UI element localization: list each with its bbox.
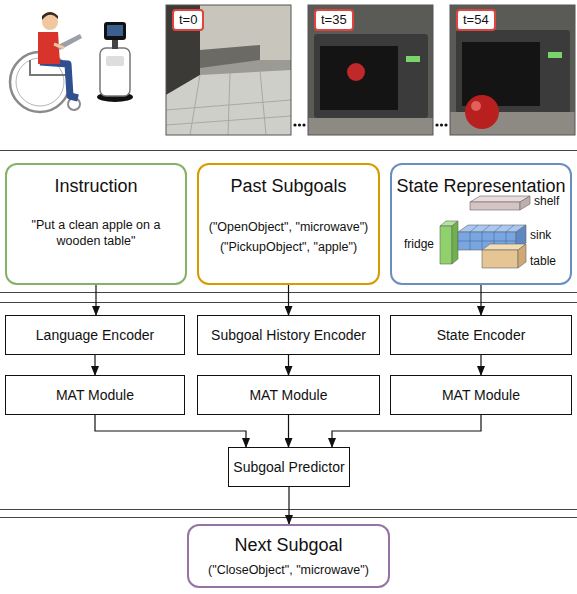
object-label: sink: [530, 228, 551, 242]
panel-title: Next Subgoal: [234, 534, 342, 556]
predictor-box: Subgoal Predictor: [228, 447, 350, 487]
flow-arrow: [288, 487, 289, 524]
flow-arrow: [480, 285, 481, 315]
separator-lines: [0, 151, 577, 518]
time-step-label: t=54: [456, 9, 496, 31]
panel-title: Instruction: [54, 175, 137, 197]
mat-module-box: MAT Module: [5, 375, 185, 415]
box-label: MAT Module: [249, 387, 327, 404]
flow-arrow: [480, 355, 481, 375]
flow-arrow: [288, 355, 289, 375]
robot: [97, 22, 133, 102]
panel-title: State Representation: [396, 175, 565, 197]
box-label: Subgoal Predictor: [233, 459, 344, 476]
flow-arrow: [95, 415, 246, 447]
instruction-panel: Instruction "Put a clean apple on a woode…: [5, 163, 187, 285]
flow-arrow: [332, 415, 481, 447]
encoder-box: State Encoder: [390, 315, 572, 355]
object-label: fridge: [404, 237, 434, 251]
output-panel: Next Subgoal ("CloseObject", "microwave"): [187, 524, 390, 588]
box-label: MAT Module: [442, 387, 520, 404]
panel-text: "Put a clean apple on a wooden table": [21, 217, 171, 249]
time-step-label: t=35: [314, 9, 354, 31]
panel-title: Past Subgoals: [230, 175, 346, 197]
mat-module-box: MAT Module: [197, 375, 380, 415]
frame-kitchen: [166, 5, 291, 135]
box-label: State Encoder: [437, 327, 526, 344]
frame-microwave-apple: [450, 5, 575, 135]
box-label: MAT Module: [56, 387, 134, 404]
subgoal-history-panel: Past Subgoals ("OpenObject", "microwave")…: [197, 163, 380, 285]
encoder-box: Subgoal History Encoder: [197, 315, 380, 355]
panel-text: ("CloseObject", "microwave"): [208, 562, 369, 578]
flow-arrow: [94, 355, 95, 375]
panel-text: ("OpenObject", "microwave"): [209, 219, 368, 235]
ellipsis-dots: [293, 123, 447, 126]
frame-microwave: [308, 5, 433, 135]
panel-text: ("PickupObject", "apple"): [220, 239, 357, 255]
object-label: table: [530, 254, 556, 268]
encoder-box: Language Encoder: [5, 315, 185, 355]
flow-arrow: [95, 285, 96, 315]
box-label: Language Encoder: [36, 327, 154, 344]
mat-module-box: MAT Module: [390, 375, 572, 415]
flow-arrow: [288, 285, 289, 315]
object-label: shelf: [534, 194, 559, 208]
flow-arrow: [288, 415, 289, 447]
person-wheelchair: [10, 12, 82, 112]
state-blocks: [440, 196, 530, 268]
time-step-label: t=0: [172, 9, 204, 31]
box-label: Subgoal History Encoder: [211, 327, 366, 344]
